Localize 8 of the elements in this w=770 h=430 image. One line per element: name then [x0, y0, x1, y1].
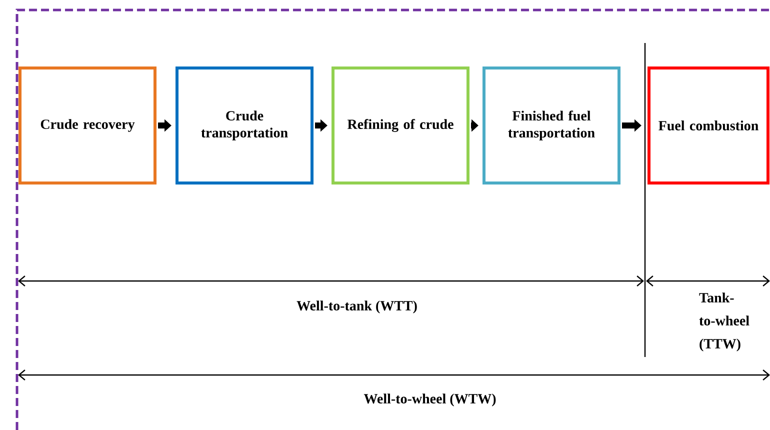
process-box: Crude recovery [18, 66, 156, 184]
process-box: Refining of crude [332, 66, 470, 184]
process-box: Fuel combustion [648, 66, 770, 184]
process-box: Finished fuel transportation [482, 66, 620, 184]
dimension-label: Tank-to-wheel (TTW) [699, 292, 750, 352]
process-box: Crude transportation [176, 66, 314, 184]
dimension-label: Well-to-tank (WTT) [296, 300, 417, 314]
dimension-label: Well-to-wheel (WTW) [364, 394, 496, 406]
